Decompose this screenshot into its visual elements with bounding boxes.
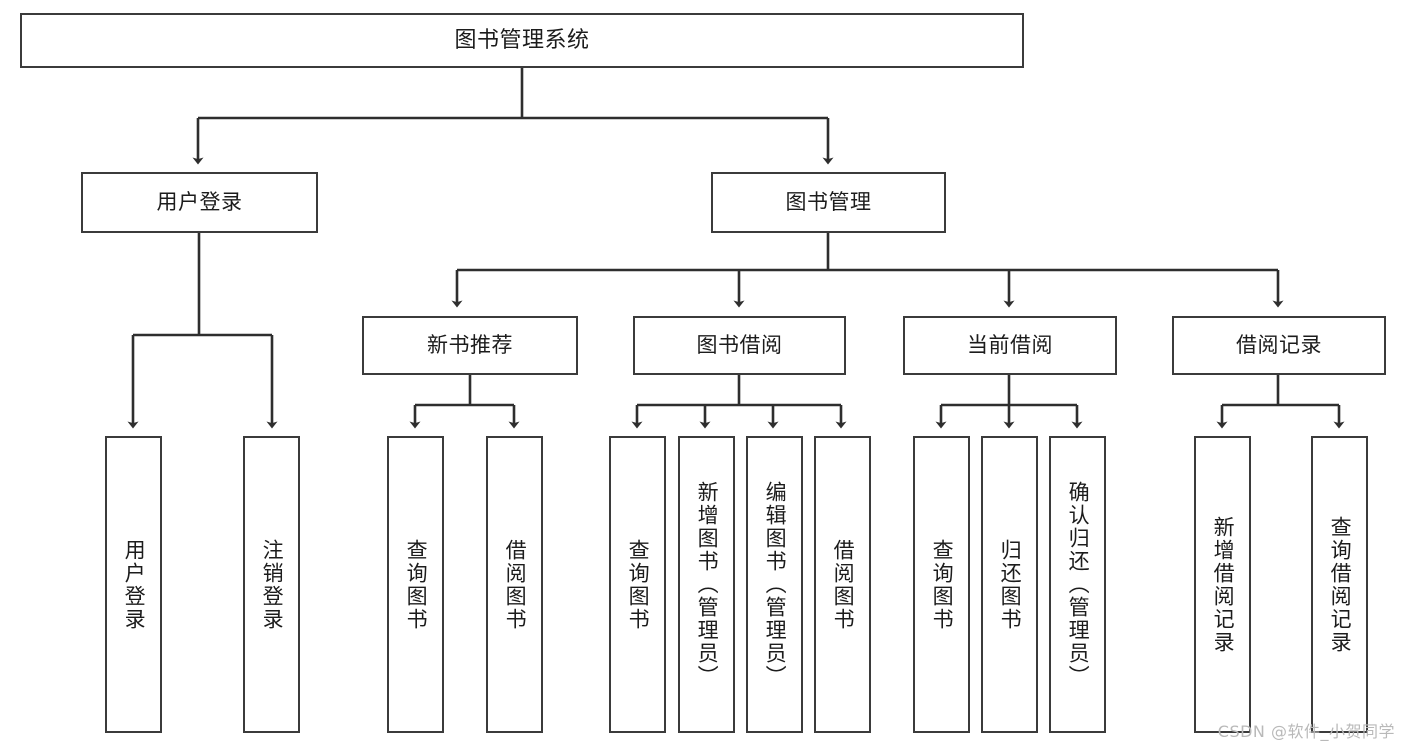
node-book-manage[interactable]: 图书管理 xyxy=(711,172,946,233)
node-user-login-label: 用户登录 xyxy=(156,190,243,215)
leaf-query-book-2[interactable]: 查询图书 xyxy=(609,436,666,733)
node-book-borrow[interactable]: 图书借阅 xyxy=(633,316,846,375)
leaf-query-record-label: 查询借阅记录 xyxy=(1328,515,1353,654)
node-user-login[interactable]: 用户登录 xyxy=(81,172,318,233)
node-new-book-recommend[interactable]: 新书推荐 xyxy=(362,316,578,375)
leaf-query-book-3[interactable]: 查询图书 xyxy=(913,436,970,733)
leaf-edit-book[interactable]: 编辑图书（管理员） xyxy=(746,436,803,733)
leaf-user-logout[interactable]: 注销登录 xyxy=(243,436,300,733)
leaf-user-logout-label: 注销登录 xyxy=(260,538,285,631)
node-book-manage-label: 图书管理 xyxy=(785,190,872,215)
leaf-add-book[interactable]: 新增图书（管理员） xyxy=(678,436,735,733)
leaf-add-record[interactable]: 新增借阅记录 xyxy=(1194,436,1251,733)
leaf-user-login-label: 用户登录 xyxy=(122,538,147,631)
leaf-add-record-label: 新增借阅记录 xyxy=(1211,515,1236,654)
leaf-borrow-book-2[interactable]: 借阅图书 xyxy=(814,436,871,733)
leaf-user-login[interactable]: 用户登录 xyxy=(105,436,162,733)
node-root[interactable]: 图书管理系统 xyxy=(20,13,1024,68)
leaf-borrow-book-1[interactable]: 借阅图书 xyxy=(486,436,543,733)
node-root-label: 图书管理系统 xyxy=(454,27,590,53)
leaf-return-book[interactable]: 归还图书 xyxy=(981,436,1038,733)
node-current-borrow-label: 当前借阅 xyxy=(967,333,1053,358)
leaf-borrow-book-2-label: 借阅图书 xyxy=(831,538,856,631)
leaf-confirm-return-label: 确认归还（管理员） xyxy=(1066,481,1091,688)
leaf-edit-book-label: 编辑图书（管理员） xyxy=(763,481,788,688)
leaf-query-book-1[interactable]: 查询图书 xyxy=(387,436,444,733)
node-borrow-record-label: 借阅记录 xyxy=(1236,333,1322,358)
leaf-confirm-return[interactable]: 确认归还（管理员） xyxy=(1049,436,1106,733)
node-book-borrow-label: 图书借阅 xyxy=(696,333,783,358)
node-borrow-record[interactable]: 借阅记录 xyxy=(1172,316,1386,375)
csdn-watermark: CSDN @软件_小贺同学 xyxy=(1217,722,1395,741)
leaf-borrow-book-1-label: 借阅图书 xyxy=(503,538,528,631)
leaf-return-book-label: 归还图书 xyxy=(998,538,1023,631)
leaf-query-book-2-label: 查询图书 xyxy=(626,538,651,631)
node-new-book-recommend-label: 新书推荐 xyxy=(427,333,513,358)
leaf-query-book-3-label: 查询图书 xyxy=(930,538,955,631)
leaf-query-book-1-label: 查询图书 xyxy=(404,538,429,631)
leaf-add-book-label: 新增图书（管理员） xyxy=(695,481,720,688)
node-current-borrow[interactable]: 当前借阅 xyxy=(903,316,1117,375)
leaf-query-record[interactable]: 查询借阅记录 xyxy=(1311,436,1368,733)
